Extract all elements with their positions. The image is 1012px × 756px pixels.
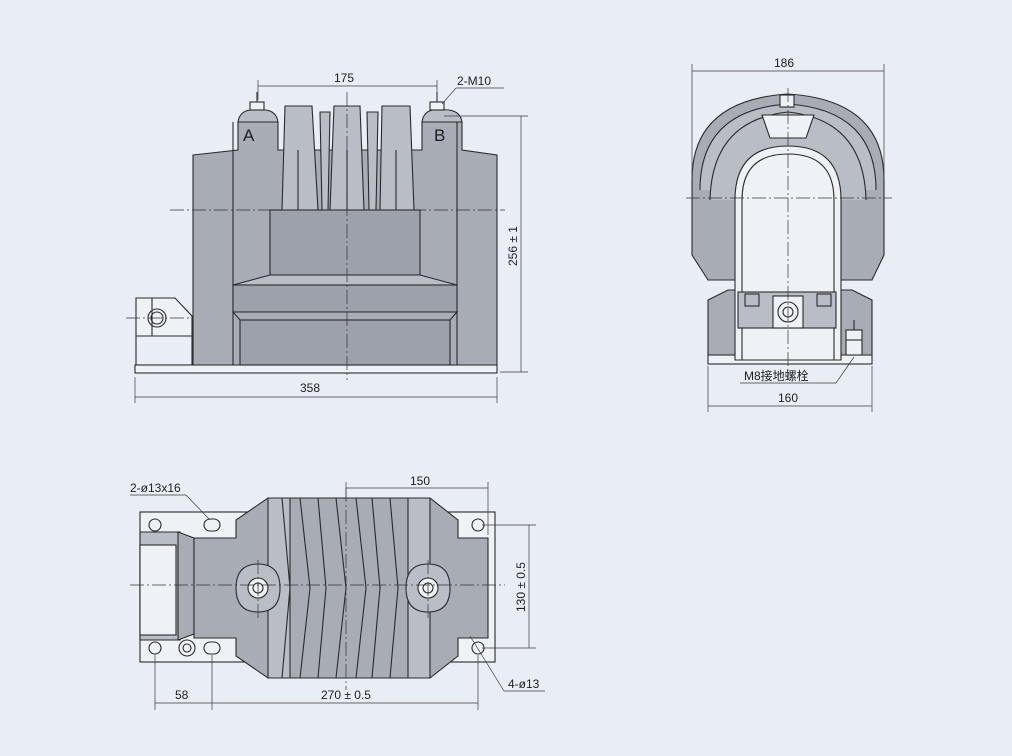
svg-text:58: 58: [175, 688, 189, 702]
terminal-a-label: A: [243, 126, 255, 145]
side-dim-160: 160: [707, 366, 873, 412]
front-base-plate: [134, 364, 498, 374]
front-lower-lip: [231, 311, 459, 321]
svg-text:2-ø13x16: 2-ø13x16: [130, 481, 181, 495]
svg-text:160: 160: [778, 391, 798, 405]
side-view: 186 M8接地螺栓 160: [686, 56, 892, 412]
svg-text:256 ± 1: 256 ± 1: [506, 226, 520, 266]
terminal-a-cap: [237, 109, 279, 123]
ground-bolt-icon: [845, 320, 863, 356]
side-ground-label: M8接地螺栓: [740, 356, 855, 384]
top-view: 2-ø13x16 150 130 ± 0.5 4-ø13 58: [130, 474, 545, 710]
svg-text:358: 358: [300, 381, 320, 395]
top-dim-150: 150: [345, 474, 489, 535]
front-view: A B 175 2-M10 256 ± 1 358: [126, 71, 528, 403]
front-sheds: [281, 105, 415, 211]
side-dim-186: 186: [691, 56, 885, 180]
svg-text:130 ± 0.5: 130 ± 0.5: [514, 562, 528, 612]
svg-text:M8接地螺栓: M8接地螺栓: [744, 368, 809, 383]
svg-text:4-ø13: 4-ø13: [508, 677, 540, 691]
top-ground-terminal: [178, 639, 196, 657]
top-dim-130: 130 ± 0.5: [482, 524, 536, 649]
front-left-bracket: [126, 297, 196, 365]
front-core-window: [269, 209, 421, 276]
top-dim-270: 270 ± 0.5: [212, 655, 479, 710]
terminal-b-label: B: [434, 126, 445, 145]
front-core-band: [232, 284, 458, 313]
side-top-bolt: [779, 94, 795, 108]
svg-text:150: 150: [410, 474, 430, 488]
front-dim-358: 358: [134, 377, 498, 403]
front-lower-block: [239, 319, 451, 366]
svg-text:270 ± 0.5: 270 ± 0.5: [321, 688, 371, 702]
svg-text:175: 175: [334, 71, 354, 85]
svg-text:2-M10: 2-M10: [457, 74, 491, 88]
front-dim-175: 175: [257, 71, 438, 100]
top-dim-mount-holes: 4-ø13: [469, 635, 545, 692]
front-dim-height: 256 ± 1: [444, 115, 528, 373]
top-dim-slots: 2-ø13x16: [130, 481, 211, 521]
terminal-a-bolt: [249, 92, 265, 111]
front-dim-thread: 2-M10: [441, 74, 504, 105]
svg-text:186: 186: [774, 56, 794, 70]
side-top-bracket: [761, 114, 815, 139]
top-dim-58: 58: [154, 655, 213, 710]
front-core-ledge: [232, 274, 458, 286]
